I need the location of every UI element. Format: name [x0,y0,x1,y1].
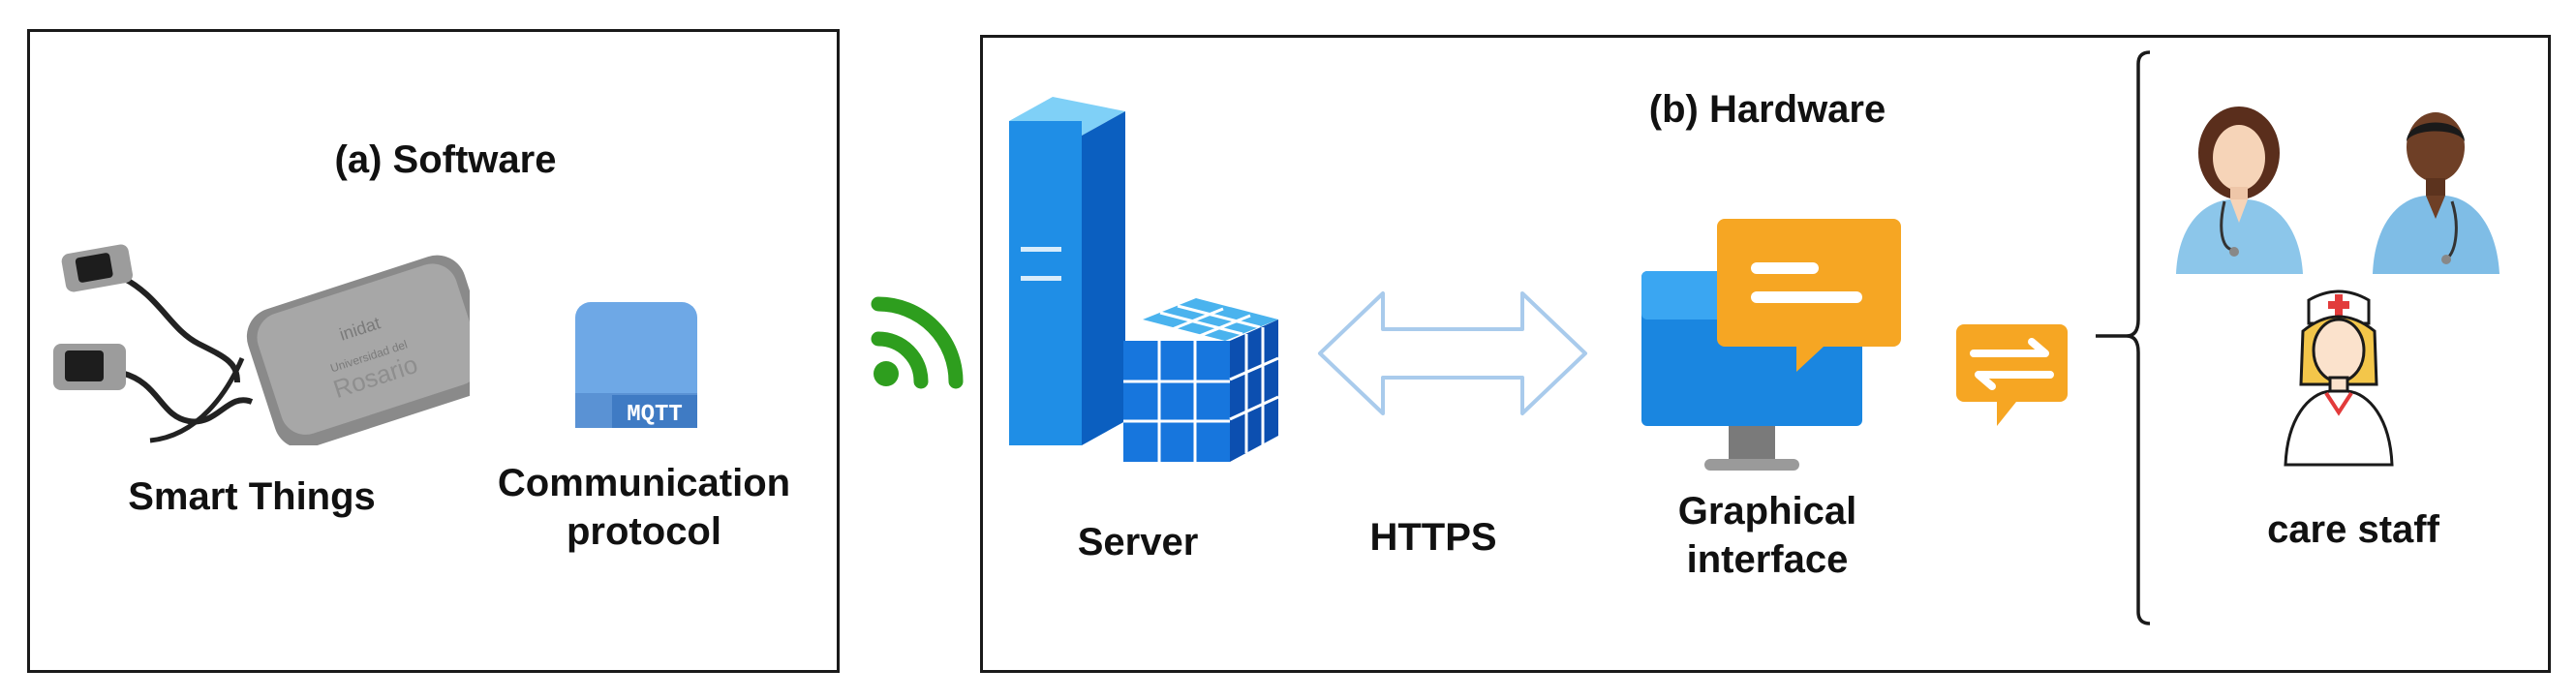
protocol-label-line1: Communication [497,462,791,504]
wifi-icon [867,289,973,395]
double-arrow-icon [1317,290,1588,416]
nurse-icon [2282,283,2396,467]
software-title: (a) Software [334,138,557,181]
wearable-device-icon: inidat Universidad del Rosario [44,237,470,445]
female-doctor-icon [2174,105,2305,274]
male-doctor-icon [2371,105,2501,274]
database-cube-icon [1114,290,1288,470]
protocol-label: Communication protocol [465,459,823,556]
gui-label: Graphical interface [1608,487,1927,584]
care-staff-label: care staff [2267,508,2439,551]
exchange-icon [1956,324,2068,431]
gui-label-line2: interface [1686,538,1849,581]
hardware-title: (b) Hardware [1648,88,1886,131]
protocol-label-line2: protocol [567,510,721,553]
https-label: HTTPS [1369,516,1497,559]
chat-bubble-icon [1717,219,1901,374]
gui-label-line1: Graphical [1677,490,1857,533]
brace-icon [2092,48,2169,629]
server-label: Server [1077,521,1199,563]
server-icon [990,92,1125,445]
mqtt-icon: MQTT [573,300,701,436]
smart-things-label: Smart Things [128,475,376,518]
mqtt-badge-text: MQTT [627,402,683,428]
